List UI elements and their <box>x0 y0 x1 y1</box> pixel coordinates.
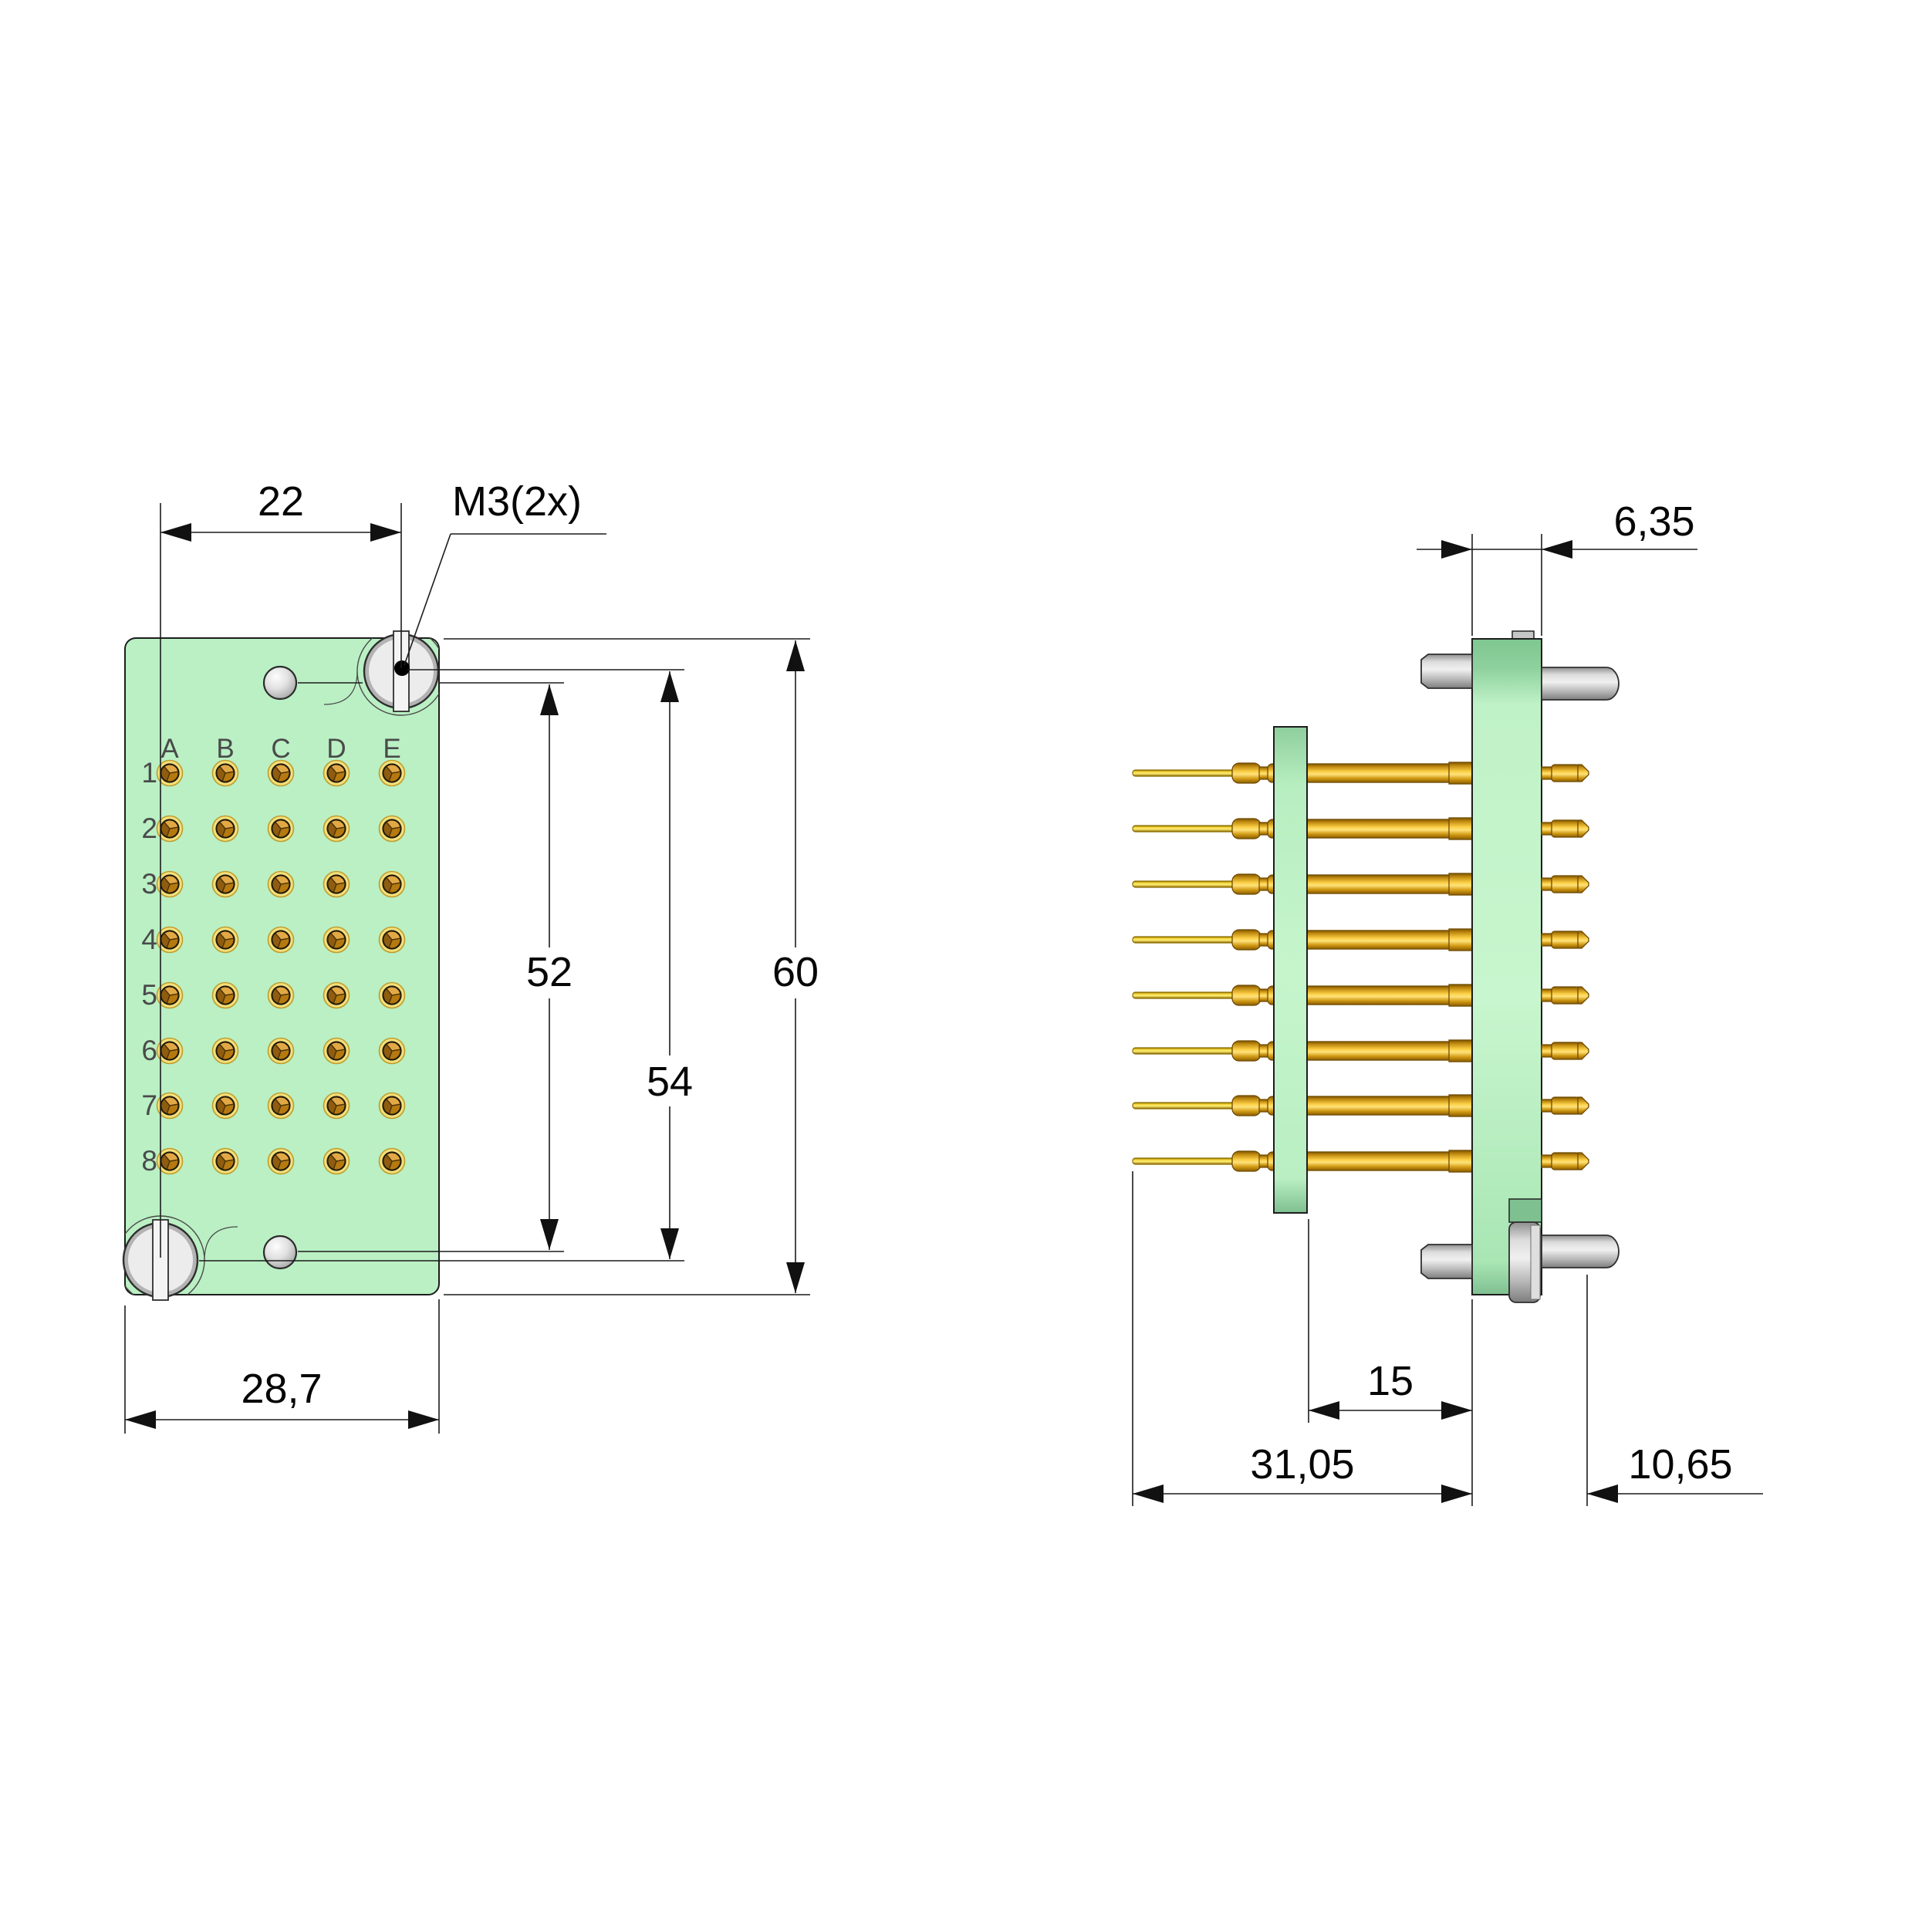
screw-center-dot <box>394 660 410 676</box>
row-label: 2 <box>141 812 157 844</box>
row-label: 8 <box>141 1145 157 1177</box>
dim-plate-gap: 15 <box>1308 1219 1473 1506</box>
dimensions: 22 M3(2x) 52 <box>124 478 1763 1506</box>
dim-body-width: 28,7 <box>124 1299 440 1434</box>
extension-lines-front <box>199 638 810 1295</box>
dim-label-52: 52 <box>526 949 573 995</box>
screw-head-cap <box>1530 1224 1541 1300</box>
dim-screw-spacing: 54 <box>647 671 693 1259</box>
column-label: A <box>160 734 179 764</box>
dim-front-protrusion: 10,65 <box>1586 1275 1763 1506</box>
dim-label-6-35: 6,35 <box>1613 498 1694 545</box>
column-label: D <box>326 734 346 764</box>
guide-pin-top-side <box>1541 667 1620 701</box>
dim-label-28-7: 28,7 <box>241 1366 322 1412</box>
side-view <box>1132 630 1620 1303</box>
row-label: 1 <box>141 757 157 789</box>
column-label: E <box>383 734 400 764</box>
dim-screw-to-hole-horizontal: 22 <box>160 478 402 1258</box>
rear-plate-side <box>1273 726 1308 1214</box>
thread-callout: M3(2x) <box>404 478 606 666</box>
dim-label-54: 54 <box>647 1059 693 1105</box>
dim-label-22: 22 <box>258 478 304 525</box>
dim-guide-hole-spacing: 52 <box>526 684 573 1250</box>
dim-label-60: 60 <box>772 949 819 995</box>
guide-pin-bottom-front <box>262 1235 298 1270</box>
front-view: A B C D E 1 2 3 4 5 6 7 8 <box>122 630 440 1301</box>
row-label: 6 <box>141 1035 157 1066</box>
head-recess-notch <box>1508 1198 1542 1223</box>
row-label: 5 <box>141 979 157 1011</box>
dim-tail-to-front-plate: 31,05 <box>1132 1171 1472 1506</box>
column-label: C <box>271 734 290 764</box>
guide-pin-top-front <box>262 665 298 701</box>
connector-body-front <box>124 637 440 1295</box>
column-labels: A B C D E <box>160 734 400 764</box>
dim-body-height: 60 <box>772 640 819 1293</box>
screw-top-right <box>363 630 440 712</box>
spring-pins-front <box>1541 764 1589 1170</box>
row-label: 4 <box>141 924 157 955</box>
screw-shaft-top <box>1420 654 1473 689</box>
front-plate-side <box>1471 638 1542 1295</box>
dim-label-10-65: 10,65 <box>1628 1441 1732 1488</box>
column-label: B <box>216 734 234 764</box>
row-label: 7 <box>141 1089 157 1121</box>
row-label: 3 <box>141 868 157 900</box>
guide-pin-bottom-side <box>1541 1235 1620 1268</box>
row-labels: 1 2 3 4 5 6 7 8 <box>141 757 157 1177</box>
dim-front-plate-thickness: 6,35 <box>1417 498 1697 636</box>
dim-label-31-05: 31,05 <box>1250 1441 1354 1488</box>
screw-bottom-left <box>122 1219 199 1301</box>
dim-label-15: 15 <box>1367 1358 1414 1404</box>
thread-callout-label: M3(2x) <box>452 478 582 525</box>
screw-shaft-bottom <box>1420 1244 1473 1279</box>
